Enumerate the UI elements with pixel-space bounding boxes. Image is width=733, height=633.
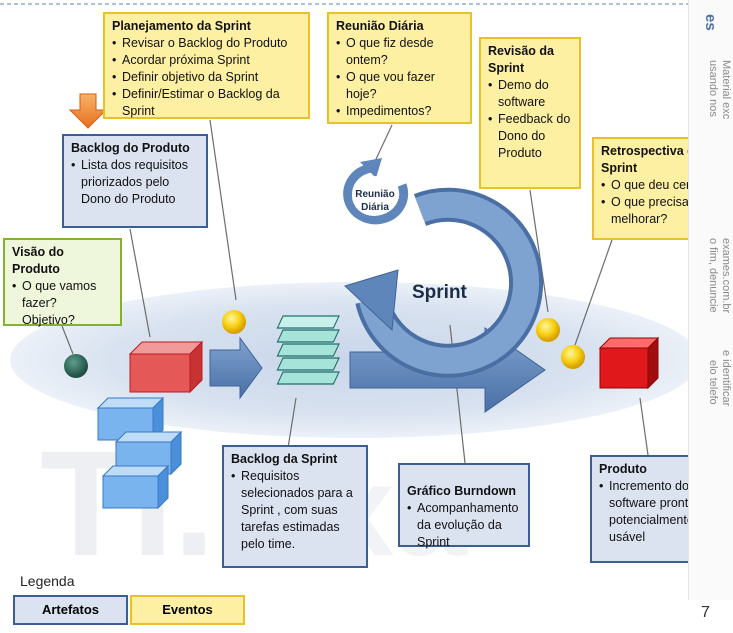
sprint-planning-title: Planejamento da Sprint bbox=[112, 19, 251, 33]
red-block bbox=[128, 340, 204, 394]
sprint-retro-item: O que precisamos melhorar? bbox=[601, 194, 717, 228]
product-backlog-cubes bbox=[96, 396, 183, 510]
legend-title: Legenda bbox=[20, 573, 75, 589]
burndown-box: Gráfico Burndown Acompanhamento da evolu… bbox=[398, 463, 530, 549]
product-block bbox=[598, 336, 660, 390]
sprint-loop bbox=[344, 187, 544, 378]
daily-loop-label-2: Diária bbox=[361, 202, 389, 213]
legend-artefatos: Artefatos bbox=[13, 595, 128, 625]
daily-meeting-box: Reunião Diária O que fiz desde ontem? O … bbox=[327, 12, 472, 124]
sprint-planning-item: Definir objetivo da Sprint bbox=[112, 69, 301, 86]
product-backlog-title: Backlog do Produto bbox=[71, 141, 190, 155]
product-backlog-item: Lista dos requisitos priorizados pelo Do… bbox=[71, 157, 199, 208]
sprint-planning-item: Acordar próxima Sprint bbox=[112, 52, 301, 69]
small-arrow bbox=[209, 336, 263, 400]
burndown-item: Acompanhamento da evolução da Sprint bbox=[407, 500, 521, 551]
sprint-backlog-stack bbox=[276, 315, 340, 385]
daily-loop-label: Reunião Diária bbox=[352, 188, 398, 214]
sprint-review-box: Revisão da Sprint Demo do software Feedb… bbox=[479, 37, 581, 189]
side-text-1: Material exc bbox=[720, 60, 732, 120]
side-text-5: e identificar bbox=[720, 350, 732, 407]
product-vision-item: O que vamos fazer? Objetivo? bbox=[12, 278, 113, 329]
vision-event-ball bbox=[64, 354, 88, 378]
page-number: 7 bbox=[701, 604, 710, 621]
sprint-review-title: Revisão da Sprint bbox=[488, 44, 555, 75]
product-backlog-box: Backlog do Produto Lista dos requisitos … bbox=[62, 134, 208, 228]
retro-event-ball bbox=[561, 345, 585, 369]
down-arrow-icon bbox=[68, 93, 108, 129]
planning-event-ball bbox=[222, 310, 246, 334]
side-text-2: usando nos bbox=[707, 60, 719, 117]
sprint-planning-item: Revisar o Backlog do Produto bbox=[112, 35, 301, 52]
side-text-6: elo telefo bbox=[707, 360, 719, 405]
sprint-planning-box: Planejamento da Sprint Revisar o Backlog… bbox=[103, 12, 310, 119]
sprint-backlog-title: Backlog da Sprint bbox=[231, 452, 338, 466]
daily-meeting-item: Impedimentos? bbox=[336, 103, 463, 120]
daily-meeting-item: O que vou fazer hoje? bbox=[336, 69, 463, 103]
legend-eventos: Eventos bbox=[130, 595, 245, 625]
sprint-backlog-box: Backlog da Sprint Requisitos selecionado… bbox=[222, 445, 368, 568]
product-vision-box: Visão do Produto O que vamos fazer? Obje… bbox=[3, 238, 122, 329]
product-item: Incremento do software pronto e potencia… bbox=[599, 478, 706, 546]
product-vision-title: Visão do Produto bbox=[12, 245, 64, 276]
connector-lines bbox=[61, 119, 649, 464]
daily-meeting-item: O que fiz desde ontem? bbox=[336, 35, 463, 69]
product-title: Produto bbox=[599, 462, 647, 476]
sprint-planning-item: Definir/Estimar o Backlog da Sprint bbox=[112, 86, 301, 120]
burndown-title: Gráfico Burndown bbox=[407, 484, 517, 498]
review-event-ball bbox=[536, 318, 560, 342]
daily-meeting-title: Reunião Diária bbox=[336, 19, 424, 33]
sprint-retro-title: Retrospectiva da Sprint bbox=[601, 144, 702, 175]
sprint-backlog-item: Requisitos selecionados para a Sprint , … bbox=[231, 468, 359, 553]
side-text-3: exames.com.br bbox=[720, 238, 732, 314]
sprint-review-item: Demo do software bbox=[488, 77, 572, 111]
side-logo-fragment: es bbox=[702, 14, 719, 31]
daily-loop bbox=[343, 158, 409, 225]
sprint-review-item: Feedback do Dono do Produto bbox=[488, 111, 572, 162]
side-text-4: o fim, denuncie bbox=[707, 238, 719, 313]
side-strip: es Material exc usando nos exames.com.br… bbox=[688, 0, 733, 600]
daily-loop-label-1: Reunião bbox=[355, 189, 395, 200]
sprint-label: Sprint bbox=[412, 282, 467, 303]
sprint-retro-item: O que deu certo? bbox=[601, 177, 717, 194]
